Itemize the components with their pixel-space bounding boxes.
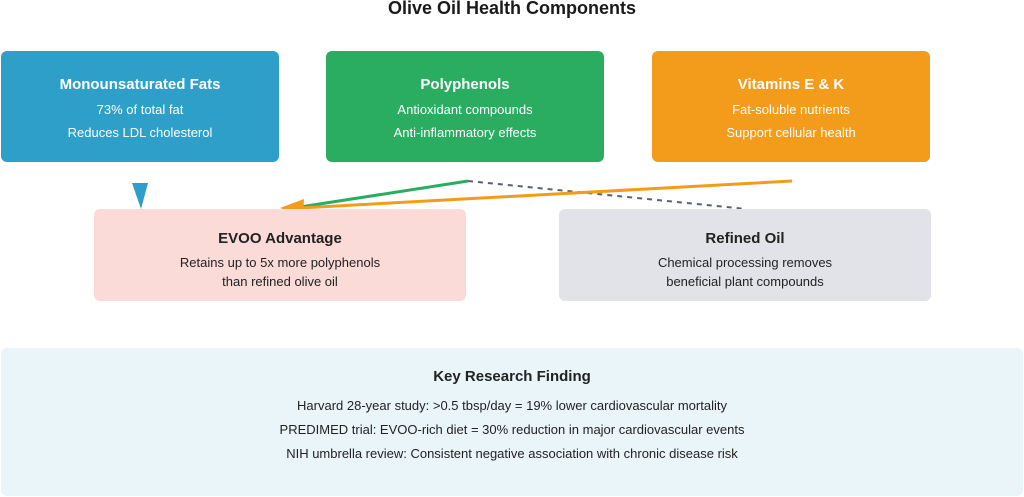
diagram-title: Olive Oil Health Components	[387, 0, 637, 18]
card-heading: Vitamins E & K	[737, 76, 845, 93]
card-line: Fat-soluble nutrients	[732, 102, 850, 117]
card-heading: Refined Oil	[705, 230, 785, 247]
research-heading: Key Research Finding	[433, 368, 591, 385]
card-heading: Monounsaturated Fats	[59, 76, 221, 93]
arrowhead-monounsaturated-icon	[132, 183, 148, 209]
connector-polyphenols-to-refined	[467, 180, 747, 210]
vitamins-card: Vitamins E & K Fat-soluble nutrients Sup…	[652, 51, 930, 162]
card-heading: Polyphenols	[420, 76, 510, 93]
card-line: beneficial plant compounds	[666, 274, 824, 289]
card-line: Antioxidant compounds	[397, 102, 533, 117]
refined-oil-card: Refined Oil Chemical processing removes …	[559, 209, 931, 301]
card-heading: EVOO Advantage	[218, 230, 342, 247]
evoo-advantage-card: EVOO Advantage Retains up to 5x more pol…	[94, 209, 466, 301]
connector-polyphenols-to-evoo	[299, 179, 469, 209]
finding-line: NIH umbrella review: Consistent negative…	[286, 446, 738, 461]
card-line: Retains up to 5x more polyphenols	[179, 255, 381, 270]
research-finding-panel: Key Research Finding Harvard 28-year stu…	[1, 348, 1023, 496]
polyphenols-card: Polyphenols Antioxidant compounds Anti-i…	[326, 51, 604, 162]
connector-vitamins-to-evoo	[299, 179, 793, 210]
finding-line: PREDIMED trial: EVOO-rich diet = 30% red…	[279, 422, 745, 437]
card-line: Support cellular health	[726, 125, 856, 140]
finding-line: Harvard 28-year study: >0.5 tbsp/day = 1…	[297, 398, 727, 413]
monounsaturated-fats-card: Monounsaturated Fats 73% of total fat Re…	[1, 51, 279, 162]
card-line: 73% of total fat	[96, 102, 184, 117]
card-line: Reduces LDL cholesterol	[67, 125, 213, 140]
card-line: than refined olive oil	[222, 274, 338, 289]
card-line: Anti-inflammatory effects	[393, 125, 537, 140]
card-line: Chemical processing removes	[657, 255, 833, 270]
